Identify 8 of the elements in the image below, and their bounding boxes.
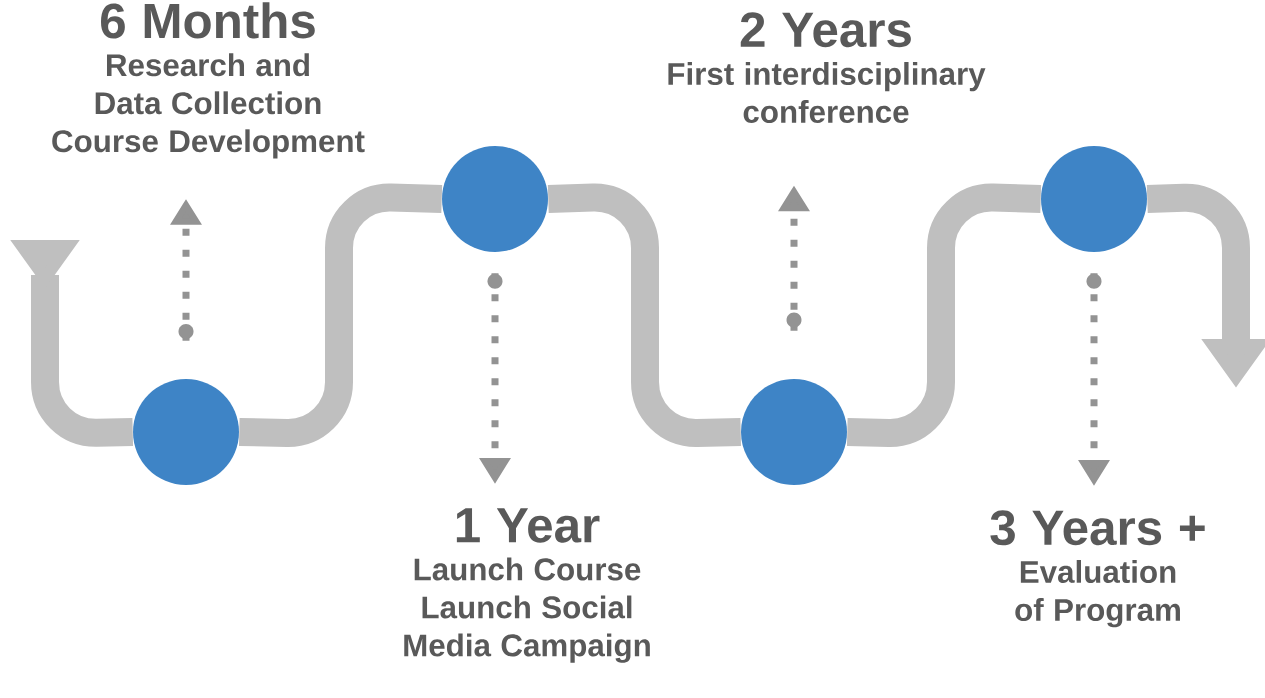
- milestone-circle: [1041, 146, 1147, 252]
- milestone-text: 6 Months Research and Data Collection Course Development: [52, 2, 365, 159]
- milestone-text: 1 Year Launch Course Launch Social Media Campaign: [404, 508, 650, 663]
- milestone-circle: [741, 379, 847, 485]
- milestone-text: 2 Years First interdisciplinary conference: [668, 12, 986, 123]
- milestone-text: 3 Years + Evaluation of Program: [990, 510, 1205, 628]
- milestone-circle: [133, 379, 239, 485]
- milestone-circle: [442, 146, 548, 252]
